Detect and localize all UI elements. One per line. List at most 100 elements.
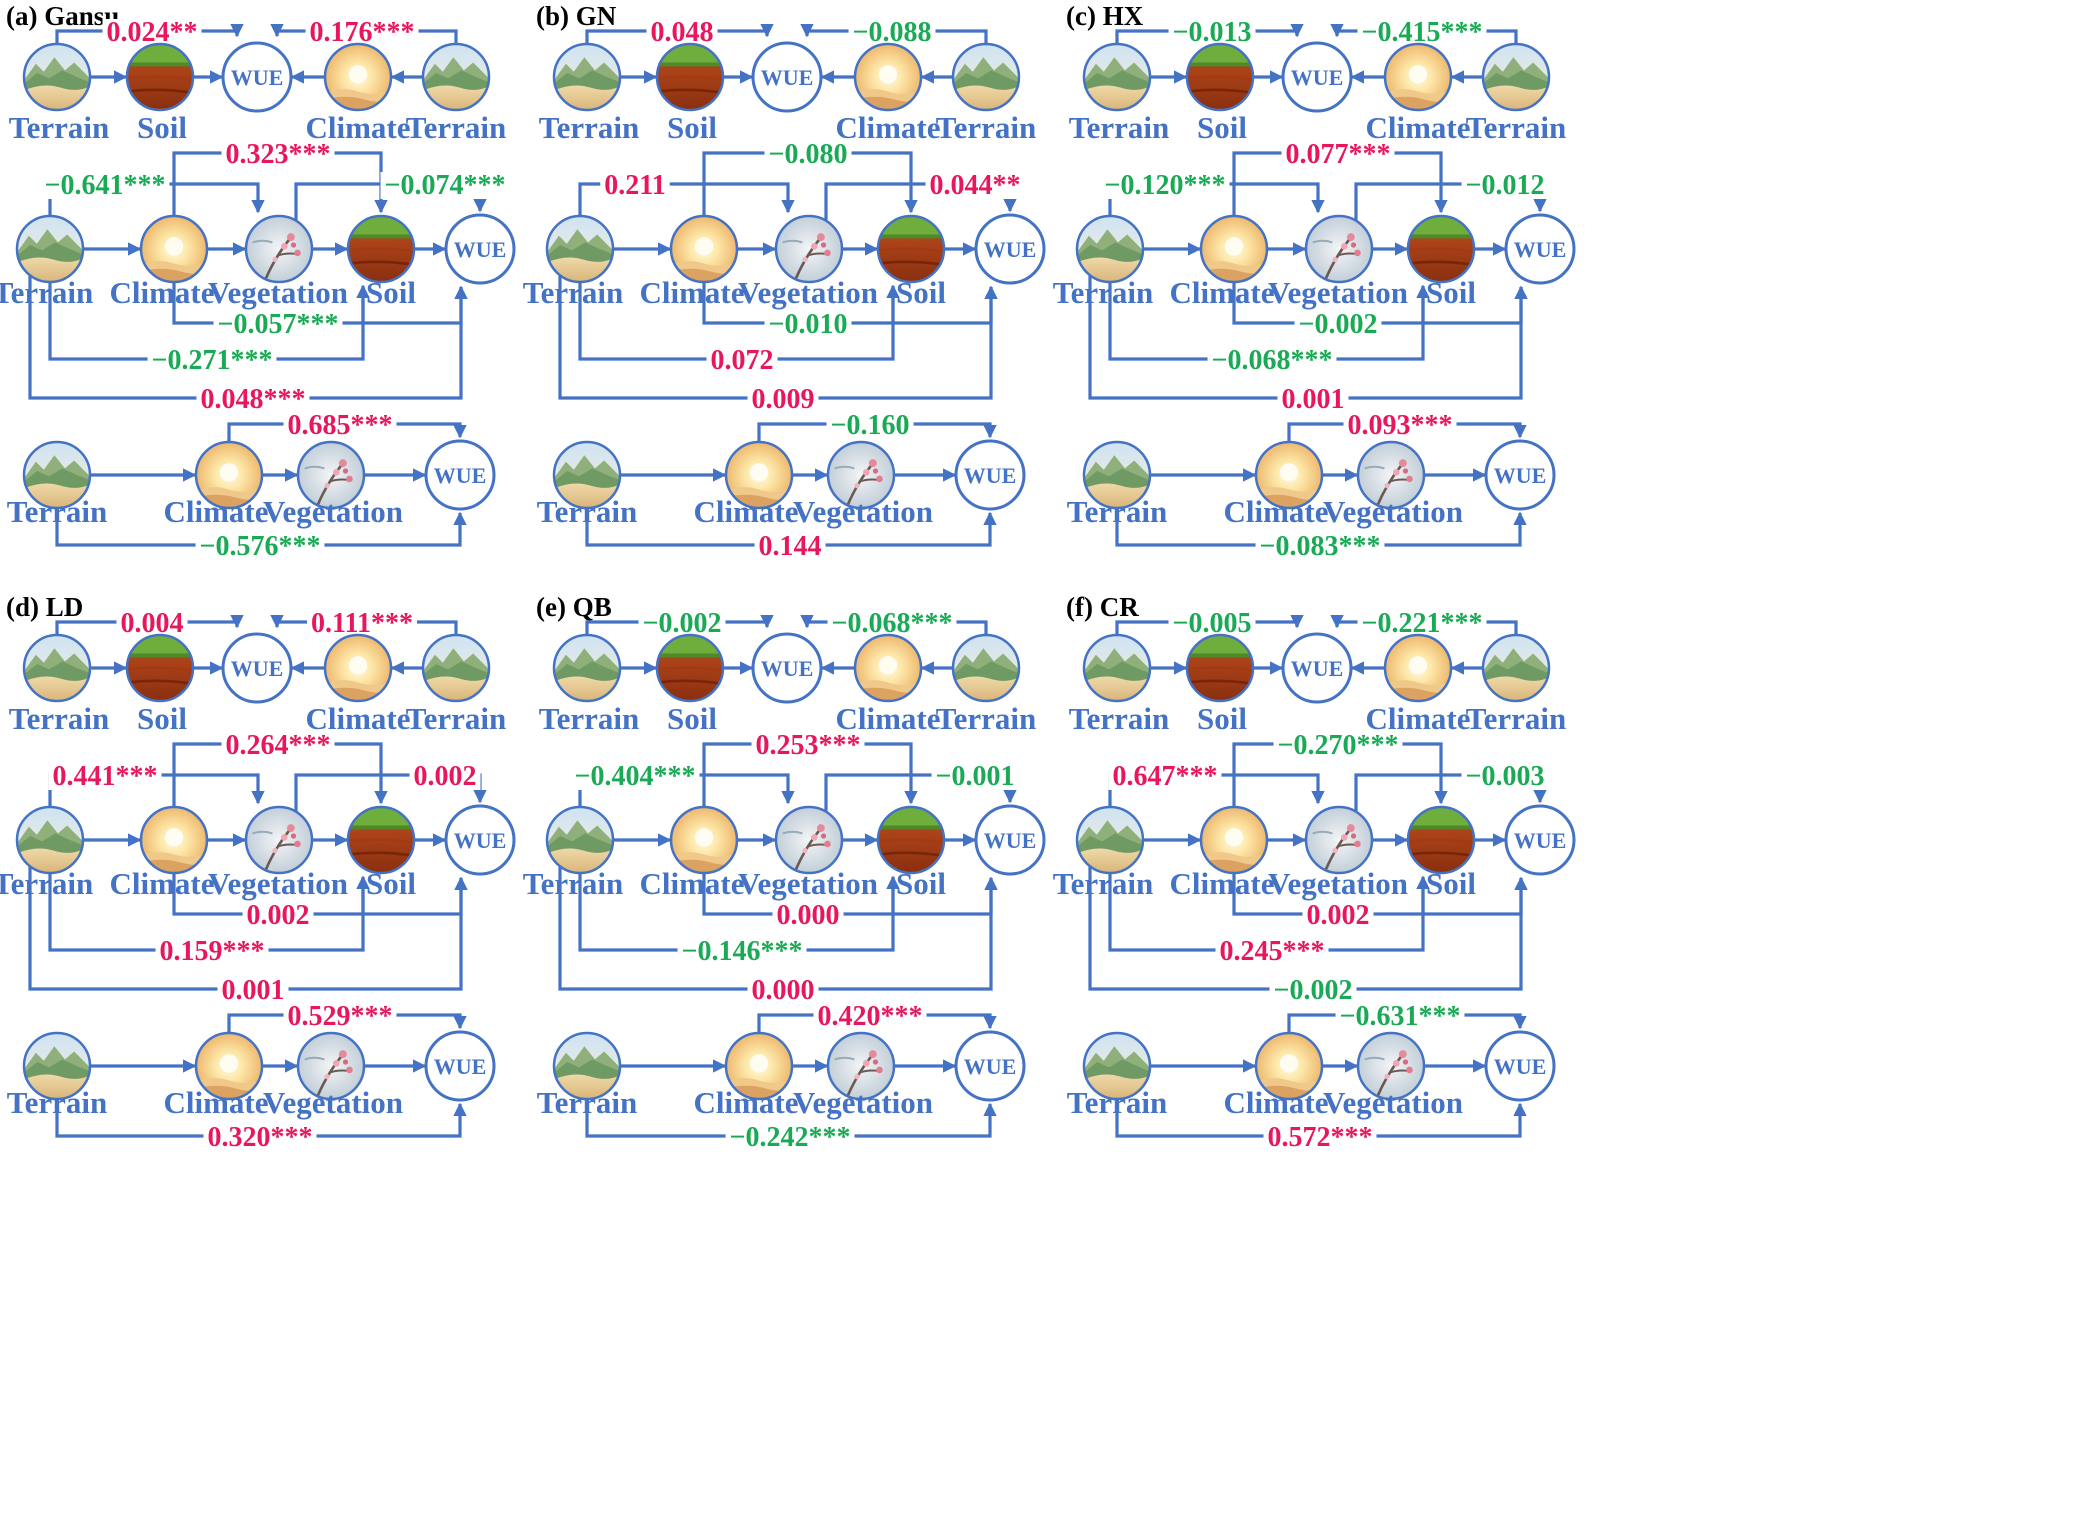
climate-label: Climate xyxy=(305,701,410,736)
path-coefficient-1: −0.005 xyxy=(1173,608,1252,639)
path-coefficient-2: 0.176*** xyxy=(310,17,415,48)
path-coefficient-3: −0.404*** xyxy=(575,761,696,792)
coefficient-background xyxy=(826,412,914,439)
terrain-ring xyxy=(421,42,491,112)
wue-circle xyxy=(974,213,1046,285)
coefficient-background xyxy=(147,347,277,374)
coefficient-background xyxy=(307,610,417,637)
vegetation-label: Vegetation xyxy=(1268,866,1408,901)
coefficient-background xyxy=(1269,977,1357,1004)
terrain-node xyxy=(421,42,491,112)
terrain-node xyxy=(545,214,615,284)
terrain-node xyxy=(15,214,85,284)
coefficient-background xyxy=(116,610,188,637)
wue-circle xyxy=(424,1030,496,1102)
coefficient-background xyxy=(1168,19,1256,46)
climate-ring xyxy=(1383,633,1453,703)
path-coefficient-3: 0.441*** xyxy=(53,761,158,792)
soil-ring xyxy=(1185,42,1255,112)
vegetation-node xyxy=(244,805,314,875)
terrain-label: Terrain xyxy=(936,701,1036,736)
soil-node xyxy=(125,633,195,703)
coefficient-background xyxy=(600,172,670,199)
vegetation-node xyxy=(774,805,844,875)
coefficient-background xyxy=(283,412,397,439)
path-coefficient-9: 0.685*** xyxy=(288,410,393,441)
soil-node xyxy=(346,805,416,875)
wue-label: WUE xyxy=(964,463,1017,488)
vegetation-node xyxy=(826,440,896,510)
terrain-label: Terrain xyxy=(0,275,93,310)
climate-label: Climate xyxy=(1365,701,1470,736)
path-coefficient-9: −0.160 xyxy=(831,410,910,441)
wue-node: WUE xyxy=(1281,632,1353,704)
vegetation-label: Vegetation xyxy=(738,866,878,901)
wue-circle xyxy=(954,1030,1026,1102)
climate-node xyxy=(1199,805,1269,875)
climate-label: Climate xyxy=(693,1085,798,1120)
terrain-node xyxy=(1481,633,1551,703)
soil-node xyxy=(125,42,195,112)
terrain-node xyxy=(1075,214,1145,284)
climate-ring xyxy=(724,440,794,510)
wue-circle xyxy=(221,632,293,704)
vegetation-ring xyxy=(1304,805,1374,875)
path-coefficient-1: −0.013 xyxy=(1173,17,1252,48)
wue-circle xyxy=(1281,632,1353,704)
wue-label: WUE xyxy=(1494,463,1547,488)
soil-label: Soil xyxy=(1197,110,1247,145)
vegetation-node xyxy=(1356,440,1426,510)
wue-node: WUE xyxy=(1281,41,1353,113)
terrain-ring xyxy=(1082,42,1152,112)
vegetation-ring xyxy=(296,440,366,510)
wue-node: WUE xyxy=(424,439,496,511)
panel-title: (c) HX xyxy=(1066,1,1144,31)
terrain-ring xyxy=(1481,42,1551,112)
path-coefficient-6: 0.002 xyxy=(247,900,310,931)
climate-ring xyxy=(1254,440,1324,510)
soil-ring xyxy=(1185,633,1255,703)
vegetation-node xyxy=(296,1031,366,1101)
terrain-ring xyxy=(421,633,491,703)
coefficient-background xyxy=(706,347,778,374)
coefficient-background xyxy=(1207,347,1337,374)
terrain-ring xyxy=(1075,214,1145,284)
terrain-ring xyxy=(1082,440,1152,510)
path-coefficient-7: −0.068*** xyxy=(1212,345,1333,376)
wue-label: WUE xyxy=(984,828,1037,853)
terrain-node xyxy=(1082,42,1152,112)
coefficient-background xyxy=(1461,172,1549,199)
climate-label: Climate xyxy=(305,110,410,145)
edge-soil-wue-lower xyxy=(1423,285,1528,325)
climate-node xyxy=(323,42,393,112)
wue-node: WUE xyxy=(1504,213,1576,285)
climate-node xyxy=(323,633,393,703)
wue-circle xyxy=(444,213,516,285)
path-coefficient-8: 0.001 xyxy=(1282,384,1345,415)
terrain-label: Terrain xyxy=(523,866,623,901)
coefficient-background xyxy=(1263,1124,1377,1151)
climate-ring xyxy=(1199,214,1269,284)
wue-circle xyxy=(974,804,1046,876)
terrain-label: Terrain xyxy=(7,1085,107,1120)
vegetation-label: Vegetation xyxy=(208,866,348,901)
terrain-node xyxy=(552,42,622,112)
terrain-node xyxy=(552,1031,622,1101)
terrain-ring xyxy=(15,805,85,875)
coefficient-background xyxy=(931,763,1019,790)
climate-ring xyxy=(1383,42,1453,112)
terrain-label: Terrain xyxy=(9,110,109,145)
terrain-label: Terrain xyxy=(1067,494,1167,529)
terrain-label: Terrain xyxy=(7,494,107,529)
climate-ring xyxy=(194,440,264,510)
path-coefficient-2: −0.415*** xyxy=(1362,17,1483,48)
climate-label: Climate xyxy=(835,110,940,145)
panel-title: (f) CR xyxy=(1066,592,1139,622)
terrain-node xyxy=(421,633,491,703)
coefficient-background xyxy=(380,172,510,199)
path-coefficient-7: 0.245*** xyxy=(1220,936,1325,967)
terrain-ring xyxy=(552,633,622,703)
soil-ring xyxy=(346,214,416,284)
